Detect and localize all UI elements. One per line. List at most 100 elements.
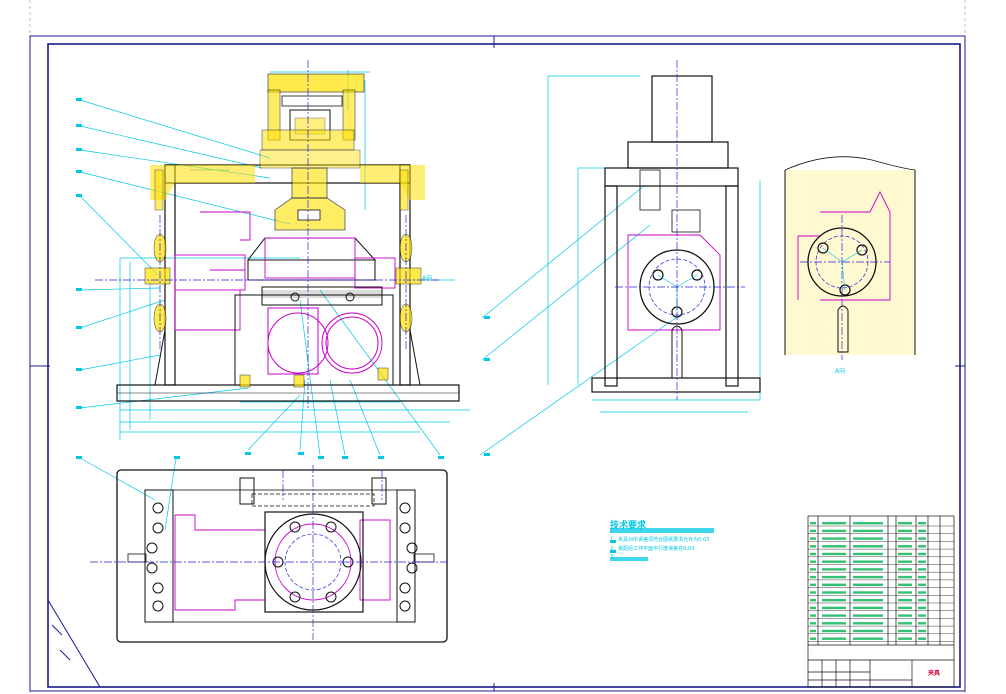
bom-cell-text [898, 606, 912, 610]
outer-frame [29, 35, 966, 692]
bom-cell-text [822, 629, 846, 633]
bom-cell-text [810, 545, 816, 548]
bom-cell-text [810, 637, 816, 640]
bom-cell-text [822, 637, 846, 640]
bom-cell-text [810, 629, 816, 633]
bom-cell-text [898, 537, 912, 540]
bom-cell-text [853, 522, 883, 525]
bom-cell-text [810, 560, 816, 563]
bom-cell-text [810, 568, 816, 571]
bom-cell-text [810, 522, 816, 525]
top-view [76, 456, 450, 643]
bom-cell-text [918, 537, 926, 540]
centering-marks [30, 36, 965, 691]
title-block [807, 515, 955, 688]
bom-cell-text [918, 552, 926, 556]
bom-cell-text [918, 575, 926, 579]
technical-requirements-title: 技术要求 [610, 521, 647, 531]
bom-cell-text [918, 637, 926, 640]
bom-cell-text [898, 545, 912, 548]
bom-cell-text [918, 622, 926, 625]
detail-view: A向 [784, 156, 916, 375]
bom-cell-text [898, 529, 912, 533]
bom-cell-text [853, 568, 883, 571]
bom-cell-text [898, 575, 912, 579]
bom-cell-text [898, 568, 912, 571]
bom-cell-text [898, 560, 912, 563]
bom-cell-text [822, 568, 846, 571]
bom-cell-text [918, 629, 926, 633]
side-view [479, 60, 761, 456]
bom-cell-text [822, 575, 846, 579]
bom-cell-text [822, 583, 846, 586]
bom-cell-text [822, 622, 846, 625]
bom-cell-text [918, 522, 926, 525]
bom-cell-text [898, 522, 912, 525]
bom-cell-text [853, 591, 883, 594]
bom-cell-text [898, 622, 912, 625]
bom-cell-text [822, 552, 846, 556]
bom-cell-text [810, 529, 816, 533]
bom-cell-text [898, 637, 912, 640]
bom-cell-text [853, 583, 883, 586]
corner-mark [47, 599, 101, 688]
bom-cell-text [898, 599, 912, 602]
technical-requirement-line-3: 3、 [610, 554, 619, 560]
bom-cell-text [918, 606, 926, 610]
bom-cell-text [853, 606, 883, 610]
bom-rows [808, 522, 954, 642]
bom-cell-text [898, 552, 912, 556]
technical-requirement-line-1: 1、夹具对中误差须符合图纸要求允许为0.03 [610, 537, 710, 543]
bom-cell-text [918, 568, 926, 571]
bom-cell-text [918, 529, 926, 533]
bom-cell-text [918, 545, 926, 548]
bom-cell-text [853, 529, 883, 533]
bom-cell-text [898, 629, 912, 633]
bom-cell-text [853, 599, 883, 602]
bom-cell-text [853, 637, 883, 640]
bom-cell-text [853, 552, 883, 556]
bom-cell-text [898, 614, 912, 617]
inner-frame [47, 43, 961, 688]
bom-cell-text [918, 614, 926, 617]
bom-cell-text [822, 545, 846, 548]
bom-cell-text [853, 629, 883, 633]
technical-requirement-line-2: 2、装配后工作平面平行度误差在0.03 [610, 546, 695, 552]
bom-cell-text [810, 591, 816, 594]
detail-view-arrow-label: A向 [835, 367, 845, 375]
bom-cell-text [810, 599, 816, 602]
bom-cell-text [810, 622, 816, 625]
bom-cell-text [898, 583, 912, 586]
front-view: A向 [76, 60, 470, 459]
bom-cell-text [853, 545, 883, 548]
title-block-drawing-name: 夹具 [928, 670, 941, 677]
bom-cell-text [853, 614, 883, 617]
bom-cell-text [810, 537, 816, 540]
bom-cell-text [822, 529, 846, 533]
technical-requirements-block [610, 528, 714, 561]
bom-cell-text [822, 614, 846, 617]
bom-cell-text [898, 591, 912, 594]
bom-cell-text [918, 599, 926, 602]
bom-cell-text [853, 537, 883, 540]
bom-cell-text [853, 560, 883, 563]
bom-cell-text [810, 583, 816, 586]
bom-cell-text [810, 552, 816, 556]
bom-cell-text [822, 591, 846, 594]
bom-cell-text [853, 575, 883, 579]
front-view-balloons [76, 98, 444, 459]
bom-cell-text [822, 606, 846, 610]
bom-cell-text [810, 575, 816, 579]
bom-cell-text [822, 599, 846, 602]
front-view-arrow-label: A向 [422, 274, 432, 282]
bom-cell-text [822, 560, 846, 563]
bom-cell-text [810, 606, 816, 610]
bom-cell-text [822, 522, 846, 525]
bom-cell-text [918, 583, 926, 586]
bom-cell-text [810, 614, 816, 617]
bom-cell-text [822, 537, 846, 540]
bom-cell-text [918, 591, 926, 594]
bom-cell-text [853, 622, 883, 625]
bom-cell-text [918, 560, 926, 563]
